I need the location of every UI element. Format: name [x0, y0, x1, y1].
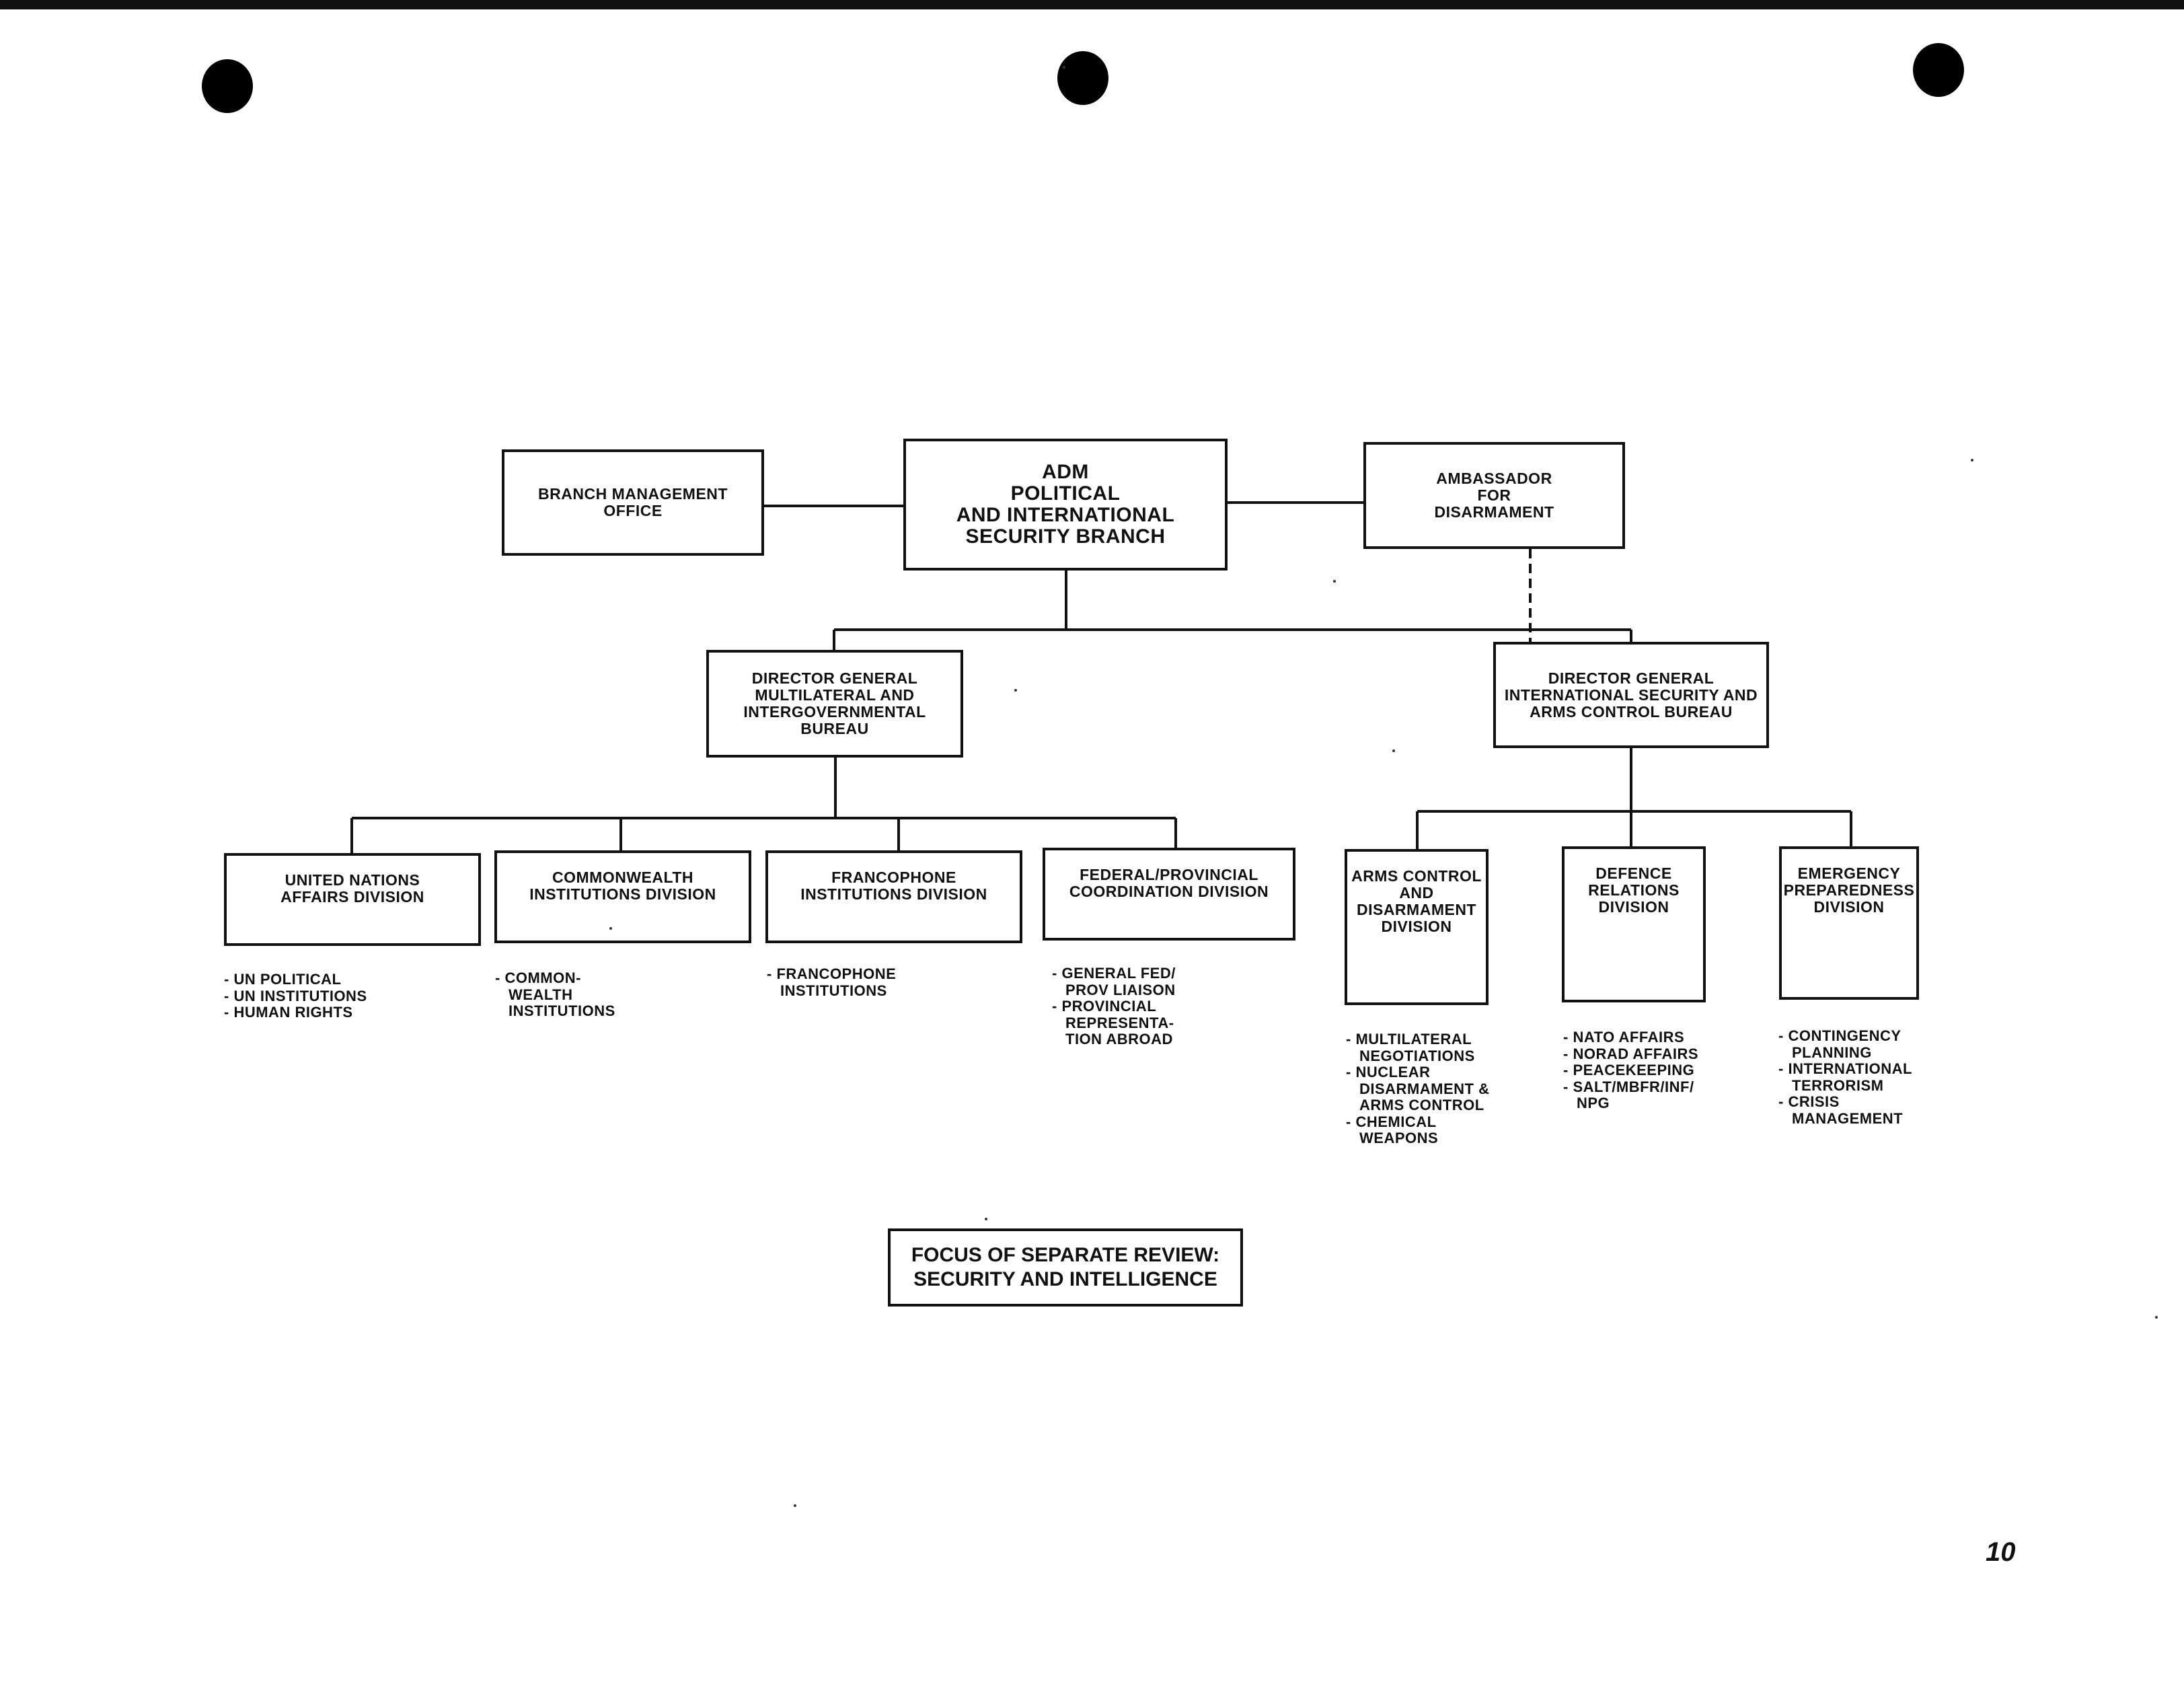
scan-speck	[985, 1218, 987, 1220]
federal-provincial-label: FEDERAL/PROVINCIAL COORDINATION DIVISION	[1069, 866, 1269, 900]
list-item: SALT/MBFR/INF/ NPG	[1563, 1078, 1758, 1112]
commonwealth-responsibilities: COMMON- WEALTH INSTITUTIONS	[495, 969, 697, 1020]
list-item: NORAD AFFAIRS	[1563, 1045, 1758, 1063]
punch-hole-right	[1913, 43, 1964, 97]
page-number: 10	[1986, 1537, 2016, 1567]
adm-political-international-security-box: ADM POLITICAL AND INTERNATIONAL SECURITY…	[903, 439, 1228, 571]
scan-speck	[1014, 689, 1017, 692]
list-item: INTERNATIONAL TERRORISM	[1778, 1060, 1973, 1094]
scan-speck	[1971, 459, 1973, 462]
emergency-responsibilities: CONTINGENCY PLANNING INTERNATIONAL TERRO…	[1778, 1027, 1973, 1127]
commonwealth-division-box: COMMONWEALTH INSTITUTIONS DIVISION	[494, 850, 751, 943]
separate-review-note: FOCUS OF SEPARATE REVIEW: SECURITY AND I…	[888, 1228, 1243, 1307]
list-item: HUMAN RIGHTS	[224, 1004, 466, 1021]
un-affairs-responsibilities: UN POLITICAL UN INSTITUTIONS HUMAN RIGHT…	[224, 971, 466, 1021]
dg-security-arms-control-box: DIRECTOR GENERAL INTERNATIONAL SECURITY …	[1493, 642, 1769, 748]
defence-relations-label: DEFENCE RELATIONS DIVISION	[1588, 865, 1680, 916]
list-item: CRISIS MANAGEMENT	[1778, 1093, 1973, 1127]
scan-speck	[609, 927, 612, 930]
ambassador-disarmament-box: AMBASSADOR FOR DISARMAMENT	[1363, 442, 1625, 549]
list-item: NATO AFFAIRS	[1563, 1029, 1758, 1046]
francophone-label: FRANCOPHONE INSTITUTIONS DIVISION	[800, 869, 987, 903]
list-item: PROVINCIAL REPRESENTA- TION ABROAD	[1052, 998, 1274, 1048]
scan-top-border	[0, 0, 2184, 9]
commonwealth-label: COMMONWEALTH INSTITUTIONS DIVISION	[529, 869, 716, 903]
federal-provincial-division-box: FEDERAL/PROVINCIAL COORDINATION DIVISION	[1043, 848, 1295, 941]
un-affairs-label: UNITED NATIONS AFFAIRS DIVISION	[280, 871, 424, 906]
ambassador-label: AMBASSADOR FOR DISARMAMENT	[1434, 470, 1554, 521]
dg-security-label: DIRECTOR GENERAL INTERNATIONAL SECURITY …	[1504, 669, 1758, 721]
francophone-division-box: FRANCOPHONE INSTITUTIONS DIVISION	[765, 850, 1022, 943]
francophone-responsibilities: FRANCOPHONE INSTITUTIONS	[767, 965, 989, 999]
punch-hole-center	[1057, 51, 1108, 105]
list-item: COMMON- WEALTH INSTITUTIONS	[495, 969, 697, 1020]
list-item: PEACEKEEPING	[1563, 1062, 1758, 1079]
list-item: FRANCOPHONE INSTITUTIONS	[767, 965, 989, 999]
list-item: MULTILATERAL NEGOTIATIONS	[1346, 1031, 1534, 1064]
list-item: NUCLEAR DISARMAMENT & ARMS CONTROL	[1346, 1064, 1534, 1114]
un-affairs-division-box: UNITED NATIONS AFFAIRS DIVISION	[224, 853, 481, 946]
list-item: GENERAL FED/ PROV LIAISON	[1052, 965, 1274, 998]
arms-control-responsibilities: MULTILATERAL NEGOTIATIONS NUCLEAR DISARM…	[1346, 1031, 1534, 1147]
federal-provincial-responsibilities: GENERAL FED/ PROV LIAISON PROVINCIAL REP…	[1052, 965, 1274, 1048]
scan-speck	[1063, 66, 1065, 69]
review-line-2: SECURITY AND INTELLIGENCE	[913, 1268, 1217, 1290]
list-item: CONTINGENCY PLANNING	[1778, 1027, 1973, 1061]
emergency-label: EMERGENCY PREPAREDNESS DIVISION	[1783, 865, 1915, 916]
list-item: UN POLITICAL	[224, 971, 466, 988]
branch-management-office-box: BRANCH MANAGEMENT OFFICE	[502, 449, 764, 556]
adm-label: ADM POLITICAL AND INTERNATIONAL SECURITY…	[956, 461, 1175, 548]
scan-speck	[1392, 749, 1395, 752]
arms-control-label: ARMS CONTROL AND DISARMAMENT DIVISION	[1351, 867, 1482, 935]
list-item: CHEMICAL WEAPONS	[1346, 1113, 1534, 1147]
dg-multilateral-bureau-box: DIRECTOR GENERAL MULTILATERAL AND INTERG…	[706, 650, 963, 758]
scan-speck	[1333, 580, 1336, 583]
review-line-1: FOCUS OF SEPARATE REVIEW:	[911, 1244, 1220, 1266]
scan-speck	[794, 1504, 796, 1507]
emergency-preparedness-division-box: EMERGENCY PREPAREDNESS DIVISION	[1779, 846, 1919, 1000]
punch-hole-left	[202, 59, 253, 113]
scan-speck	[2155, 1316, 2158, 1319]
defence-relations-responsibilities: NATO AFFAIRS NORAD AFFAIRS PEACEKEEPING …	[1563, 1029, 1758, 1112]
arms-control-division-box: ARMS CONTROL AND DISARMAMENT DIVISION	[1345, 849, 1489, 1005]
dg-multilateral-label: DIRECTOR GENERAL MULTILATERAL AND INTERG…	[743, 669, 926, 737]
list-item: UN INSTITUTIONS	[224, 988, 466, 1005]
branch-management-office-label: BRANCH MANAGEMENT OFFICE	[538, 485, 728, 519]
defence-relations-division-box: DEFENCE RELATIONS DIVISION	[1562, 846, 1706, 1002]
